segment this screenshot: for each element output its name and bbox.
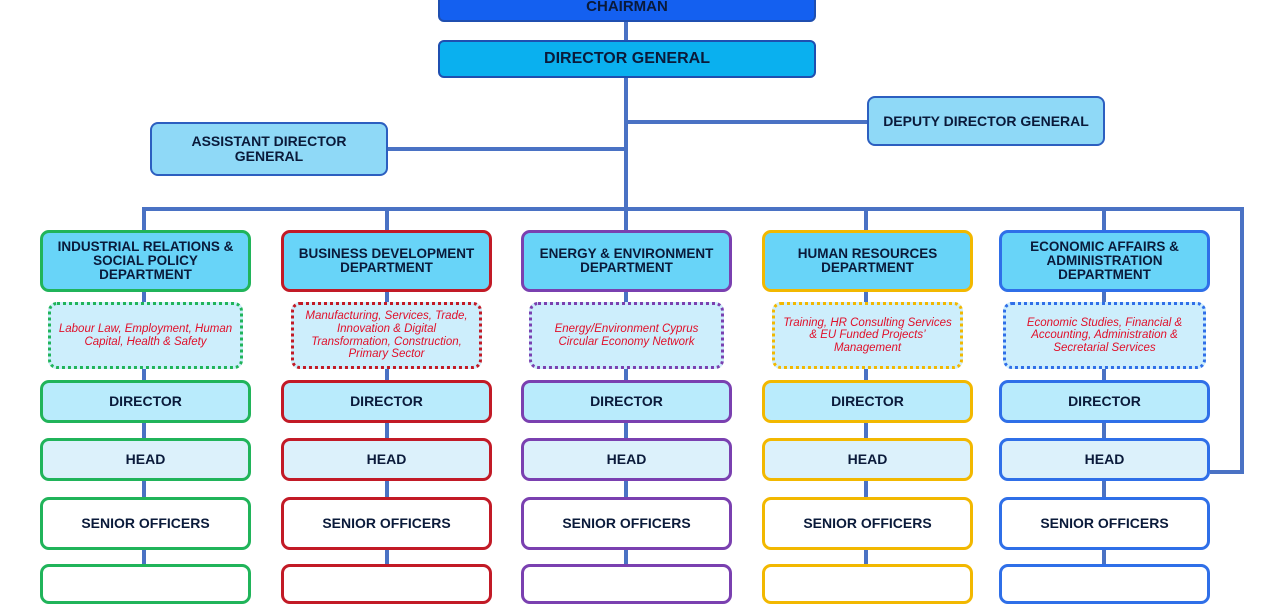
assistant-director-general-label: ASSISTANT DIRECTOR GENERAL xyxy=(191,133,347,164)
director-general-box: DIRECTOR GENERAL xyxy=(438,40,816,78)
department-3-head-label: HEAD xyxy=(606,451,647,468)
department-2-department-name: BUSINESS DEVELOPMENT DEPARTMENT xyxy=(298,245,475,275)
department-2-next-level-box xyxy=(281,564,492,604)
department-4-department-areas-box: Training, HR Consulting Services & EU Fu… xyxy=(772,302,963,369)
department-5-head-box: HEAD xyxy=(999,438,1210,481)
chairman-box: CHAIRMAN xyxy=(438,0,816,22)
deputy-director-general-box: DEPUTY DIRECTOR GENERAL xyxy=(867,96,1105,146)
department-5-next-level-box xyxy=(999,564,1210,604)
department-1-department-name: INDUSTRIAL RELATIONS & SOCIAL POLICY DEP… xyxy=(57,238,234,283)
department-4-next-level-box xyxy=(762,564,973,604)
department-3-next-level-box xyxy=(521,564,732,604)
department-5-department-areas-box: Economic Studies, Financial & Accounting… xyxy=(1003,302,1206,369)
department-2-department-areas: Manufacturing, Services, Trade, Innovati… xyxy=(305,310,468,361)
department-3-director-label: DIRECTOR xyxy=(590,393,663,410)
department-4-head-label: HEAD xyxy=(847,451,888,468)
department-4-head-box: HEAD xyxy=(762,438,973,481)
department-2-head-box: HEAD xyxy=(281,438,492,481)
department-4-senior-officers-label: SENIOR OFFICERS xyxy=(803,515,932,532)
department-3-department-areas-box: Energy/Environment Cyprus Circular Econo… xyxy=(529,302,724,369)
department-4-director-label: DIRECTOR xyxy=(831,393,904,410)
director-general-label: DIRECTOR GENERAL xyxy=(544,49,710,67)
department-1-department-areas-box: Labour Law, Employment, Human Capital, H… xyxy=(48,302,243,369)
department-2-department-title-box: BUSINESS DEVELOPMENT DEPARTMENT xyxy=(281,230,492,292)
department-5-head-label: HEAD xyxy=(1084,451,1125,468)
department-5-director-box: DIRECTOR xyxy=(999,380,1210,423)
department-3-senior-officers-label: SENIOR OFFICERS xyxy=(562,515,691,532)
department-4-department-areas: Training, HR Consulting Services & EU Fu… xyxy=(783,316,952,354)
department-2-director-box: DIRECTOR xyxy=(281,380,492,423)
department-3-director-box: DIRECTOR xyxy=(521,380,732,423)
department-5-department-name: ECONOMIC AFFAIRS & ADMINISTRATION DEPART… xyxy=(1030,238,1179,283)
department-1-department-title-box: INDUSTRIAL RELATIONS & SOCIAL POLICY DEP… xyxy=(40,230,251,292)
department-1-senior-officers-label: SENIOR OFFICERS xyxy=(81,515,210,532)
department-4-department-name: HUMAN RESOURCES DEPARTMENT xyxy=(797,245,938,275)
department-1-department-areas: Labour Law, Employment, Human Capital, H… xyxy=(58,322,233,348)
connector-department-bus xyxy=(142,207,1244,474)
department-1-next-level-box xyxy=(40,564,251,604)
department-4-senior-officers-box: SENIOR OFFICERS xyxy=(762,497,973,550)
department-2-senior-officers-label: SENIOR OFFICERS xyxy=(322,515,451,532)
department-1-director-label: DIRECTOR xyxy=(109,393,182,410)
chairman-label: CHAIRMAN xyxy=(586,0,668,16)
deputy-director-general-label: DEPUTY DIRECTOR GENERAL xyxy=(883,112,1089,129)
department-4-department-title-box: HUMAN RESOURCES DEPARTMENT xyxy=(762,230,973,292)
department-3-department-title-box: ENERGY & ENVIRONMENT DEPARTMENT xyxy=(521,230,732,292)
department-5-senior-officers-label: SENIOR OFFICERS xyxy=(1040,515,1169,532)
department-5-senior-officers-box: SENIOR OFFICERS xyxy=(999,497,1210,550)
department-2-department-areas-box: Manufacturing, Services, Trade, Innovati… xyxy=(291,302,482,369)
department-2-director-label: DIRECTOR xyxy=(350,393,423,410)
department-3-department-areas: Energy/Environment Cyprus Circular Econo… xyxy=(554,322,699,348)
department-3-senior-officers-box: SENIOR OFFICERS xyxy=(521,497,732,550)
department-2-head-label: HEAD xyxy=(366,451,407,468)
department-3-department-name: ENERGY & ENVIRONMENT DEPARTMENT xyxy=(539,245,714,275)
department-5-director-label: DIRECTOR xyxy=(1068,393,1141,410)
department-5-department-title-box: ECONOMIC AFFAIRS & ADMINISTRATION DEPART… xyxy=(999,230,1210,292)
department-1-head-box: HEAD xyxy=(40,438,251,481)
department-1-director-box: DIRECTOR xyxy=(40,380,251,423)
department-3-head-box: HEAD xyxy=(521,438,732,481)
department-1-head-label: HEAD xyxy=(125,451,166,468)
assistant-director-general-box: ASSISTANT DIRECTOR GENERAL xyxy=(150,122,388,176)
department-1-senior-officers-box: SENIOR OFFICERS xyxy=(40,497,251,550)
department-4-director-box: DIRECTOR xyxy=(762,380,973,423)
department-2-senior-officers-box: SENIOR OFFICERS xyxy=(281,497,492,550)
department-5-department-areas: Economic Studies, Financial & Accounting… xyxy=(1026,316,1183,354)
